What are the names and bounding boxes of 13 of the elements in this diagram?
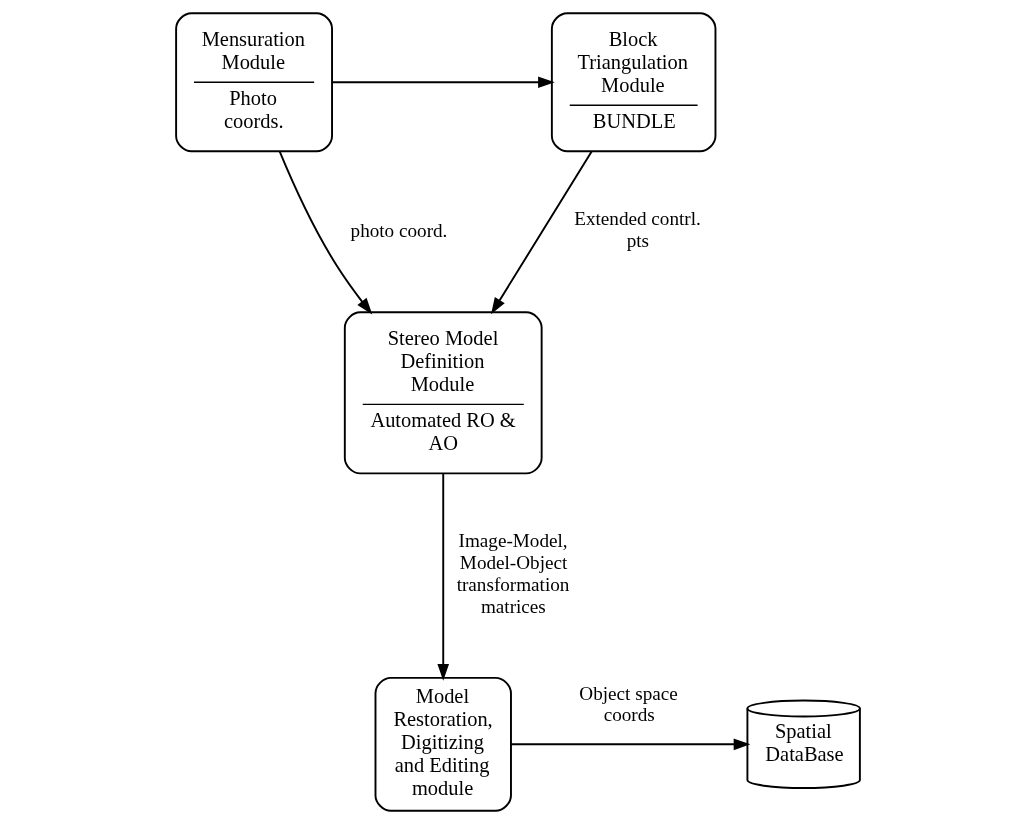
node-box: Stereo Model Definition Module Automated RO & AO bbox=[343, 311, 543, 475]
arrow bbox=[331, 76, 555, 89]
edge-label: Object space coords bbox=[579, 682, 678, 726]
node-box: Block Triangulation Module BUNDLE bbox=[550, 12, 717, 153]
arrow bbox=[278, 150, 373, 315]
node-box: Mensuration Module Photo coords. bbox=[175, 12, 333, 153]
edge-label: photo coord. bbox=[350, 219, 448, 241]
node-box: Model Restoration, Digitizing and Editing module bbox=[374, 676, 512, 812]
arrow bbox=[510, 738, 751, 751]
edge-label: Extended contrl. pts bbox=[574, 208, 701, 252]
arrow bbox=[491, 150, 593, 315]
arrow bbox=[437, 472, 450, 681]
edge-label: Image-Model, Model-Object transformation matrices bbox=[456, 530, 570, 617]
